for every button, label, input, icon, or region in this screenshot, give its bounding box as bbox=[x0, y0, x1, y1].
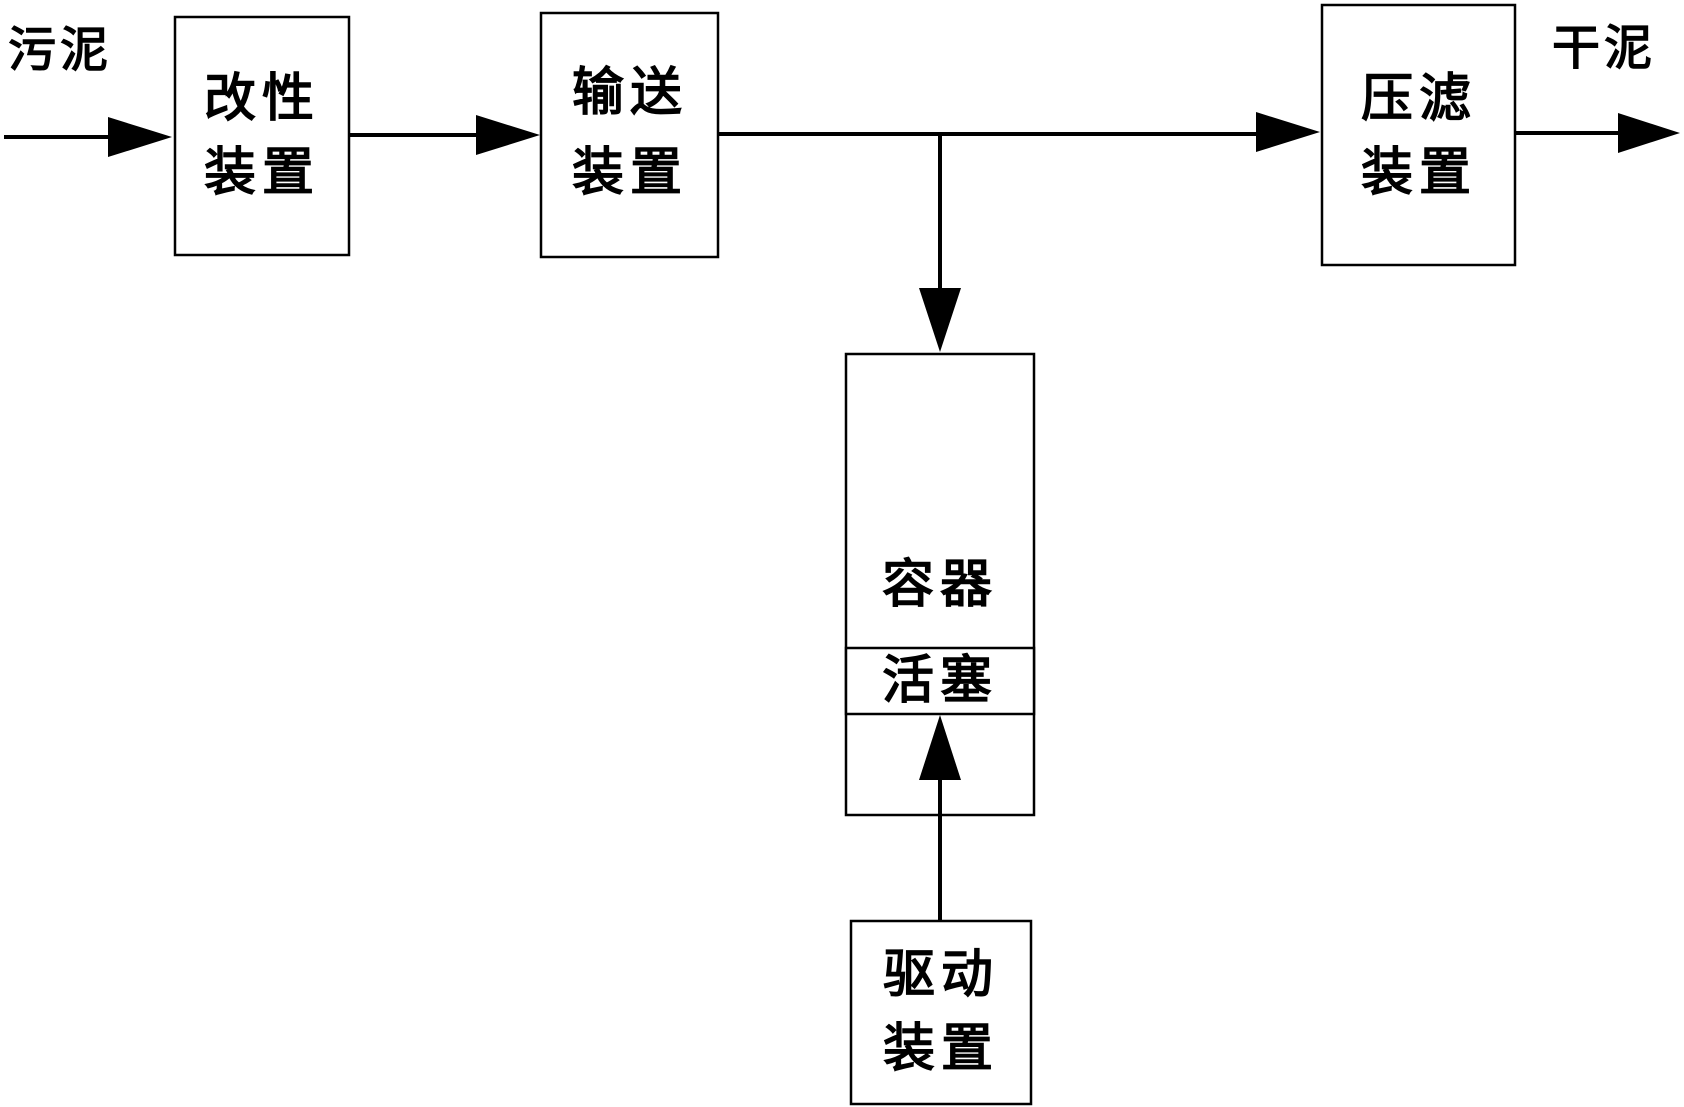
filter-press-device-label-line1: 压滤 bbox=[1361, 68, 1477, 129]
conveying-device: 输送 装置 bbox=[539, 11, 720, 259]
conveying-device-label-line1: 输送 bbox=[572, 62, 688, 123]
input-arrow bbox=[4, 117, 172, 157]
modification-device: 改性 装置 bbox=[173, 15, 351, 257]
modification-device-label-line2: 装置 bbox=[204, 142, 320, 203]
container-label: 容器 bbox=[882, 554, 998, 615]
arrow-branch-to-container bbox=[919, 134, 961, 352]
output-label: 干泥 bbox=[1552, 20, 1656, 76]
container: 容器 活塞 bbox=[844, 352, 1036, 817]
drive-device-label-line2: 装置 bbox=[883, 1018, 999, 1079]
filter-press-device: 压滤 装置 bbox=[1320, 3, 1517, 267]
arrow-modification-to-conveying bbox=[349, 115, 540, 155]
modification-device-label-line1: 改性 bbox=[204, 68, 320, 129]
piston-label: 活塞 bbox=[882, 650, 998, 711]
drive-device: 驱动 装置 bbox=[849, 919, 1033, 1106]
arrow-conveying-to-filter-press bbox=[718, 112, 1320, 152]
output-arrow bbox=[1515, 113, 1680, 153]
drive-device-label-line1: 驱动 bbox=[883, 944, 999, 1005]
piston: 活塞 bbox=[844, 646, 1036, 716]
arrow-drive-to-piston bbox=[919, 715, 961, 920]
input-label: 污泥 bbox=[8, 22, 112, 78]
filter-press-device-label-line2: 装置 bbox=[1361, 142, 1477, 203]
conveying-device-label-line2: 装置 bbox=[572, 142, 688, 203]
